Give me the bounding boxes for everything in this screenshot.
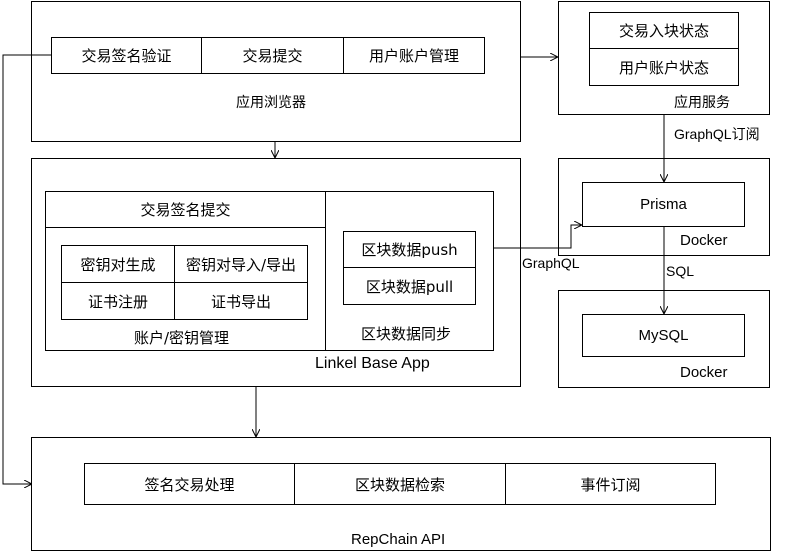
block-data-pull-item[interactable]: 区块数据pull [344,268,475,304]
cert-export-cell[interactable]: 证书导出 [175,283,307,319]
browser-item-tx-submit[interactable]: 交易提交 [202,38,344,73]
mysql-label: MySQL [638,327,689,344]
block-data-push-item[interactable]: 区块数据push [344,232,475,268]
browser-item-label: 交易签名验证 [81,47,172,65]
block-item-label: 区块数据pull [365,277,454,296]
account-key-mgmt-title: 账户/密钥管理 [134,329,230,347]
keypair-generate-cell[interactable]: 密钥对生成 [62,246,175,283]
service-status-list: 交易入块状态 用户账户状态 [589,12,739,86]
api-function-row: 签名交易处理 区块数据检索 事件订阅 [84,463,716,505]
edge-label-graphql-subscription: GraphQL订阅 [674,126,760,142]
api-item-label: 事件订阅 [580,475,641,494]
api-item-event-subscription[interactable]: 事件订阅 [506,464,715,504]
cell-label: 证书注册 [87,292,148,311]
tx-signature-submit-label: 交易签名提交 [140,201,231,219]
cell-label: 证书导出 [210,292,271,311]
edge-label-sql: SQL [666,263,695,279]
docker-mysql-title: Docker [680,364,728,381]
browser-item-user-account-mgmt[interactable]: 用户账户管理 [344,38,484,73]
cell-label: 密钥对生成 [80,255,156,274]
browser-item-label: 用户账户管理 [368,47,459,65]
service-item-tx-block-status: 交易入块状态 [590,13,738,49]
repchain-api-title: RepChain API [351,531,446,548]
browser-button-row: 交易签名验证 交易提交 用户账户管理 [51,37,485,74]
mysql-box: MySQL [582,314,745,357]
block-sync-title: 区块数据同步 [361,325,452,343]
cell-label: 密钥对导入/导出 [185,255,297,274]
service-item-label: 用户账户状态 [618,58,709,77]
browser-item-tx-signature-verify[interactable]: 交易签名验证 [52,38,202,73]
linkel-base-app-title: Linkel Base App [315,355,430,372]
docker-prisma-title: Docker [680,232,728,249]
api-item-label: 签名交易处理 [144,475,235,494]
block-item-label: 区块数据push [361,241,458,259]
block-push-pull-list: 区块数据push 区块数据pull [343,231,476,305]
app-service-title: 应用服务 [674,95,730,111]
app-browser-title: 应用浏览器 [236,95,306,111]
api-item-block-data-search[interactable]: 区块数据检索 [295,464,506,504]
prisma-label: Prisma [640,196,687,213]
service-item-label: 交易入块状态 [618,22,709,40]
cert-register-cell[interactable]: 证书注册 [62,283,175,319]
key-cert-grid: 密钥对生成 密钥对导入/导出 证书注册 证书导出 [61,245,308,320]
browser-item-label: 交易提交 [242,47,303,65]
service-item-user-account-status: 用户账户状态 [590,49,738,85]
api-item-label: 区块数据检索 [354,475,445,494]
edge-label-graphql: GraphQL [522,255,580,271]
tx-signature-submit-header: 交易签名提交 [45,191,326,228]
api-item-signed-tx-processing[interactable]: 签名交易处理 [85,464,295,504]
prisma-box: Prisma [582,182,745,227]
keypair-import-export-cell[interactable]: 密钥对导入/导出 [175,246,307,283]
